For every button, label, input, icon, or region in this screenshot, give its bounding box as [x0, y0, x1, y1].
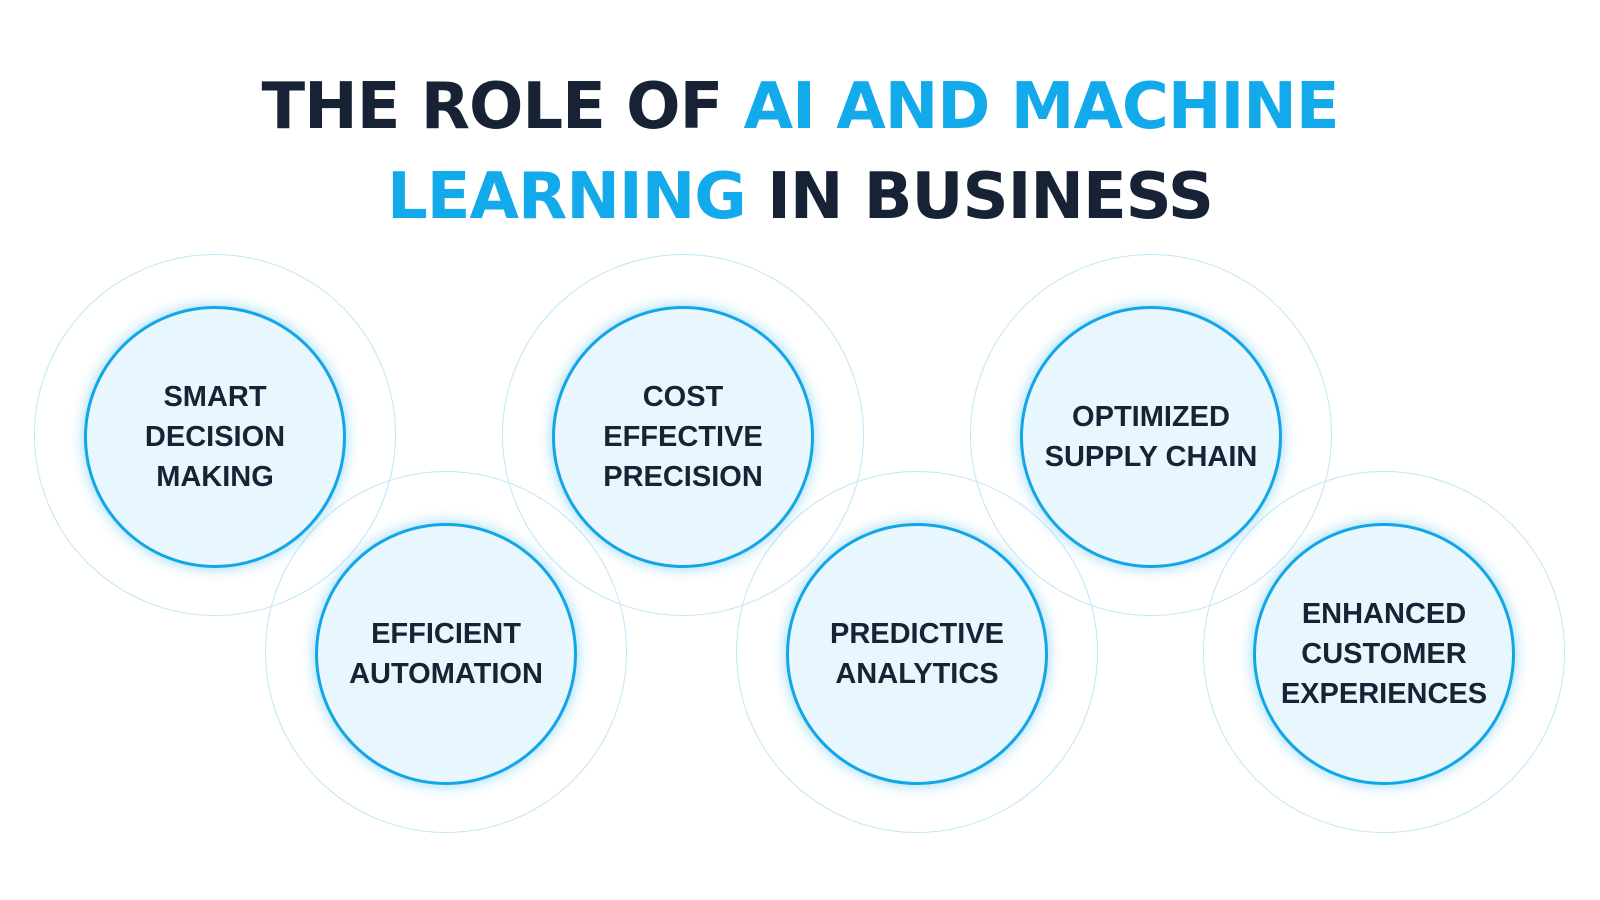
node-predictive-analytics: PREDICTIVE ANALYTICS — [786, 523, 1048, 785]
node-label: COST EFFECTIVE PRECISION — [603, 381, 763, 493]
outer-ring — [1203, 471, 1565, 833]
node-label: OPTIMIZED SUPPLY CHAIN — [1044, 401, 1258, 473]
node-efficient-automation: EFFICIENT AUTOMATION — [315, 523, 577, 785]
node-label: EFFICIENT AUTOMATION — [349, 618, 543, 690]
node-cost-effective-precision: COST EFFECTIVE PRECISION — [552, 306, 814, 568]
outer-ring — [502, 254, 864, 616]
node-label: PREDICTIVE ANALYTICS — [829, 618, 1005, 690]
outer-ring — [265, 471, 627, 833]
node-label: SMART DECISION MAKING — [144, 381, 286, 493]
page-title: THE ROLE OF AI AND MACHINE LEARNING IN B… — [0, 62, 1600, 242]
outer-ring — [34, 254, 396, 616]
title-accent-2: LEARNING — [387, 160, 747, 234]
node-label: ENHANCED CUSTOMER EXPERIENCES — [1280, 598, 1488, 710]
title-accent-1: AI AND MACHINE — [743, 70, 1340, 144]
title-line-1: THE ROLE OF AI AND MACHINE — [0, 62, 1600, 152]
outer-ring — [736, 471, 1098, 833]
title-part-2: IN BUSINESS — [745, 160, 1214, 234]
node-enhanced-customer-experiences: ENHANCED CUSTOMER EXPERIENCES — [1253, 523, 1515, 785]
title-part-1: THE ROLE OF — [261, 70, 744, 144]
title-line-2: LEARNING IN BUSINESS — [0, 152, 1600, 242]
outer-ring — [970, 254, 1332, 616]
node-smart-decision-making: SMART DECISION MAKING — [84, 306, 346, 568]
node-optimized-supply-chain: OPTIMIZED SUPPLY CHAIN — [1020, 306, 1282, 568]
